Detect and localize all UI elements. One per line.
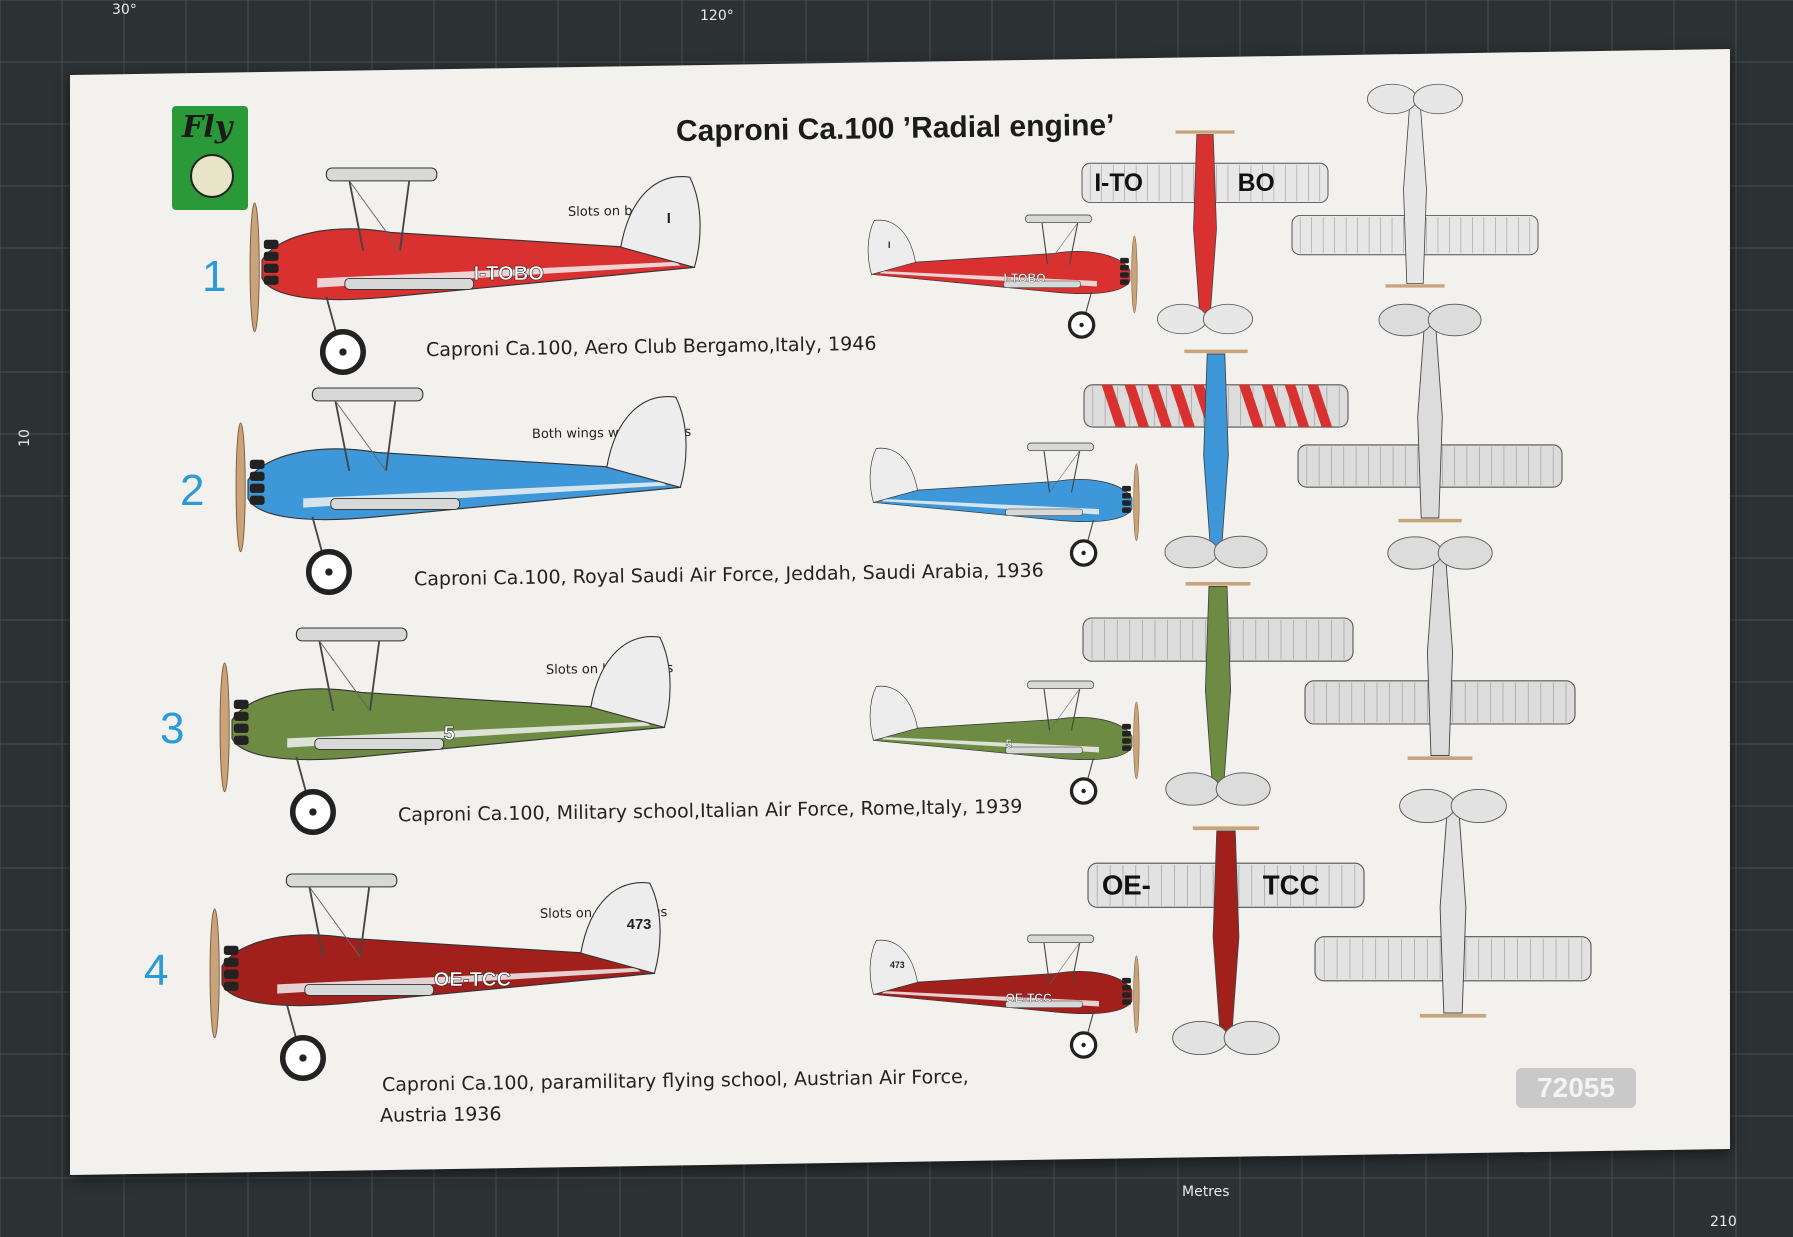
v4-bottom-fuselage xyxy=(1439,805,1467,1014)
v1-side-large-registration: I-TOBO xyxy=(474,263,544,285)
v4-side-large-registration: OE-TCC xyxy=(434,969,512,991)
v4-side-small-registration: OE-TCC xyxy=(1006,991,1053,1005)
v3-side-small-lower-wing xyxy=(1005,746,1083,754)
v4-side-large: OE-TCC 473 xyxy=(209,873,661,1082)
v4-top-fuselage xyxy=(1212,830,1240,1039)
v1-top-wing-right-text: BO xyxy=(1238,170,1275,197)
v2-bottom-fuselage xyxy=(1417,319,1443,519)
v1-side-small-tail-code: I xyxy=(888,240,890,250)
v4-side-large-upper-wing xyxy=(285,873,398,888)
v1-side-large-tail-code: I xyxy=(667,211,671,227)
v1-side-small: I-TOBO I xyxy=(867,214,1138,339)
v3-side-large-lower-wing xyxy=(314,737,445,750)
v3-bottom-propeller xyxy=(1407,756,1473,760)
v3-side-large-tail xyxy=(590,636,671,729)
v3-side-large: 5 xyxy=(219,627,671,836)
v1-side-large-upper-wing xyxy=(325,167,438,182)
v3-top xyxy=(1082,582,1354,806)
v4-side-large-propeller xyxy=(209,908,220,1039)
v2-side-large-propeller xyxy=(235,422,246,553)
v2-side-large-tail xyxy=(606,396,687,489)
v4-side-small-lower-wing xyxy=(1005,1000,1083,1008)
v4-top-propeller xyxy=(1192,826,1260,831)
fly-logo: Fly xyxy=(172,106,248,210)
ruler-label-30: 30° xyxy=(112,2,137,18)
v1-side-large-tail xyxy=(620,176,701,269)
v4-side-small: OE-TCC 473 xyxy=(869,934,1140,1059)
v1-bottom-fuselage xyxy=(1403,98,1427,284)
v4-side-small-tail xyxy=(869,939,918,995)
v4-side-small-upper-wing xyxy=(1027,934,1094,944)
v4-side-small-tail-code: 473 xyxy=(890,960,905,970)
v4-bottom-propeller xyxy=(1419,1013,1487,1018)
product-code-badge: 72055 xyxy=(1516,1068,1636,1108)
v2-side-small-lower-wing xyxy=(1005,508,1083,516)
v4-bottom xyxy=(1314,788,1592,1018)
v3-bottom-fuselage xyxy=(1426,552,1454,756)
v2-top-propeller xyxy=(1184,349,1248,354)
logo-text: Fly xyxy=(182,110,233,145)
v2-side-large xyxy=(235,387,687,596)
v1-top: I-TO BO xyxy=(1081,130,1329,335)
logo-emblem-icon xyxy=(190,154,234,198)
v4-side-large-tail xyxy=(580,882,661,975)
v4-side-large-tail-code: 473 xyxy=(627,917,652,933)
v2-side-small xyxy=(869,442,1140,567)
v1-bottom-propeller xyxy=(1385,284,1445,288)
v3-side-large-upper-wing xyxy=(295,627,408,642)
v4-side-small-propeller xyxy=(1133,955,1140,1034)
v1-side-small-upper-wing xyxy=(1025,214,1092,224)
v1-side-large: I-TOBO I xyxy=(249,167,701,376)
variant-1-number: 1 xyxy=(202,252,227,301)
v1-top-propeller xyxy=(1175,130,1235,134)
v2-side-small-propeller xyxy=(1133,463,1140,542)
v3-bottom xyxy=(1304,536,1576,760)
v3-side-large-propeller xyxy=(219,662,230,793)
v1-side-small-lower-wing xyxy=(1003,280,1081,288)
v3-side-small-upper-wing xyxy=(1027,680,1094,690)
v2-top-fuselage xyxy=(1203,353,1229,553)
v1-side-small-tail xyxy=(867,219,916,275)
v4-top-wing-right-text: TCC xyxy=(1263,869,1320,900)
v1-side-small-registration: I-TOBO xyxy=(1004,271,1046,285)
v4-top: OE- TCC xyxy=(1087,826,1365,1056)
v2-bottom xyxy=(1297,303,1563,523)
ruler-label-210: 210 xyxy=(1710,1214,1737,1230)
v1-side-large-propeller xyxy=(249,202,260,333)
v3-side-small: 5 xyxy=(869,680,1140,805)
v3-side-small-registration: 5 xyxy=(1006,737,1013,751)
v2-side-small-tail xyxy=(869,447,918,503)
v2-bottom-propeller xyxy=(1398,518,1462,523)
v4-top-wing-left-text: OE- xyxy=(1102,869,1151,900)
v2-top xyxy=(1083,349,1349,569)
v2-side-large-upper-wing xyxy=(311,387,424,402)
v2-side-small-upper-wing xyxy=(1027,442,1094,452)
variant-3-number: 3 xyxy=(160,704,185,753)
v2-side-large-lower-wing xyxy=(330,497,461,510)
ruler-label-120: 120° xyxy=(700,8,734,24)
v1-side-small-propeller xyxy=(1131,235,1138,314)
ruler-label-metres: Metres xyxy=(1182,1184,1230,1200)
v3-top-propeller xyxy=(1185,582,1251,586)
v3-side-small-propeller xyxy=(1133,701,1140,780)
v1-top-wing-left-text: I-TO xyxy=(1094,170,1143,197)
variant-2-number: 2 xyxy=(180,466,205,515)
v1-top-fuselage xyxy=(1193,134,1217,320)
v3-side-small-tail xyxy=(869,685,918,741)
v3-side-large-registration: 5 xyxy=(444,723,455,745)
v1-bottom xyxy=(1291,83,1539,288)
v4-side-large-lower-wing xyxy=(304,983,435,996)
v3-top-fuselage xyxy=(1204,586,1232,790)
v1-side-large-lower-wing xyxy=(344,277,475,290)
variant-4-number: 4 xyxy=(144,946,169,995)
